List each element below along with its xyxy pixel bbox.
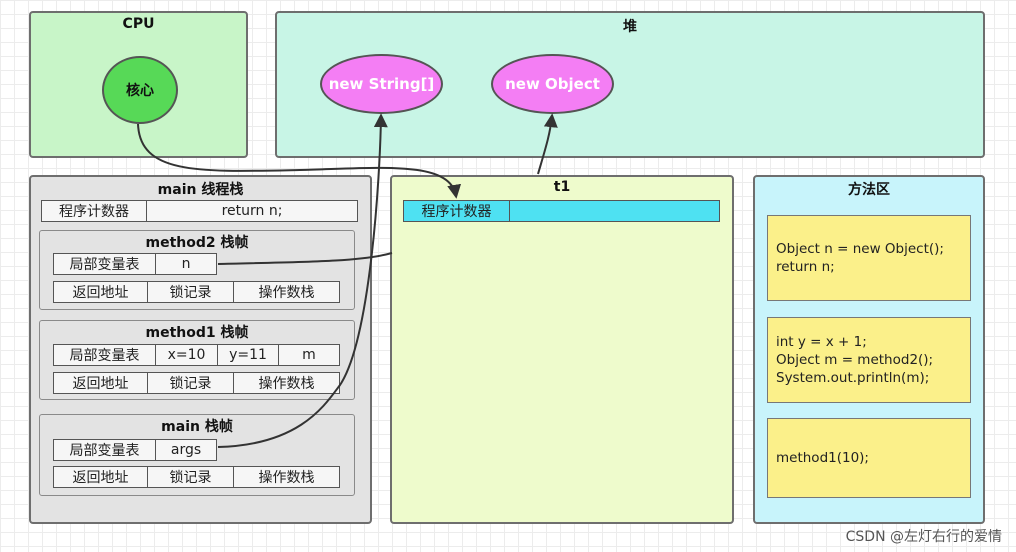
code-block-method2: Object n = new Object(); return n; (767, 215, 971, 301)
lock-record: 锁记录 (147, 281, 234, 303)
frame-title: method1 栈帧 (145, 325, 249, 341)
local-var: x=10 (155, 344, 218, 366)
code-line: Object m = method2(); (776, 352, 934, 368)
code-line: System.out.println(m); (776, 370, 930, 386)
arrow-n-to-object (217, 252, 393, 265)
code-block-method1: int y = x + 1; Object m = method2(); Sys… (767, 317, 971, 403)
method-area-title: 方法区 (848, 182, 890, 198)
heap-object-object: new Object (491, 54, 614, 114)
cpu-title: CPU (122, 16, 155, 32)
operand-stack: 操作数栈 (233, 281, 340, 303)
stack-title: main 线程栈 (157, 182, 244, 198)
operand-stack: 操作数栈 (233, 372, 340, 394)
code-block-main: method1(10); (767, 418, 971, 498)
code-line: Object n = new Object(); (776, 241, 944, 257)
operand-stack: 操作数栈 (233, 466, 340, 488)
heap-title: 堆 (623, 19, 637, 35)
t1-pc-label: 程序计数器 (403, 200, 510, 222)
lock-record: 锁记录 (147, 466, 234, 488)
local-var: y=11 (217, 344, 279, 366)
pc-label: 程序计数器 (41, 200, 147, 222)
pc-value: return n; (146, 200, 358, 222)
local-var: args (155, 439, 217, 461)
code-line: method1(10); (776, 450, 869, 466)
thread-t1-stack: t1 (390, 175, 734, 524)
t1-pc-value (509, 200, 720, 222)
code-line: int y = x + 1; (776, 334, 867, 350)
lock-record: 锁记录 (147, 372, 234, 394)
arrow-args-to-string-array (217, 113, 388, 448)
code-line: return n; (776, 259, 835, 275)
local-var: m (278, 344, 340, 366)
cpu-core-node: 核心 (102, 56, 178, 124)
heap-object-string-array: new String[] (320, 54, 443, 114)
arrow-core-to-t1-pc (137, 123, 462, 199)
frame-title: method2 栈帧 (145, 235, 249, 251)
locals-label: 局部变量表 (53, 344, 156, 366)
return-address: 返回地址 (53, 466, 148, 488)
local-var: n (155, 253, 217, 275)
frame-title: main 栈帧 (161, 419, 233, 435)
locals-label: 局部变量表 (53, 253, 156, 275)
watermark: CSDN @左灯右行的爱情 (845, 529, 1002, 545)
return-address: 返回地址 (53, 372, 148, 394)
arrow-t1-to-object (537, 113, 558, 175)
t1-title: t1 (553, 179, 571, 195)
locals-label: 局部变量表 (53, 439, 156, 461)
return-address: 返回地址 (53, 281, 148, 303)
